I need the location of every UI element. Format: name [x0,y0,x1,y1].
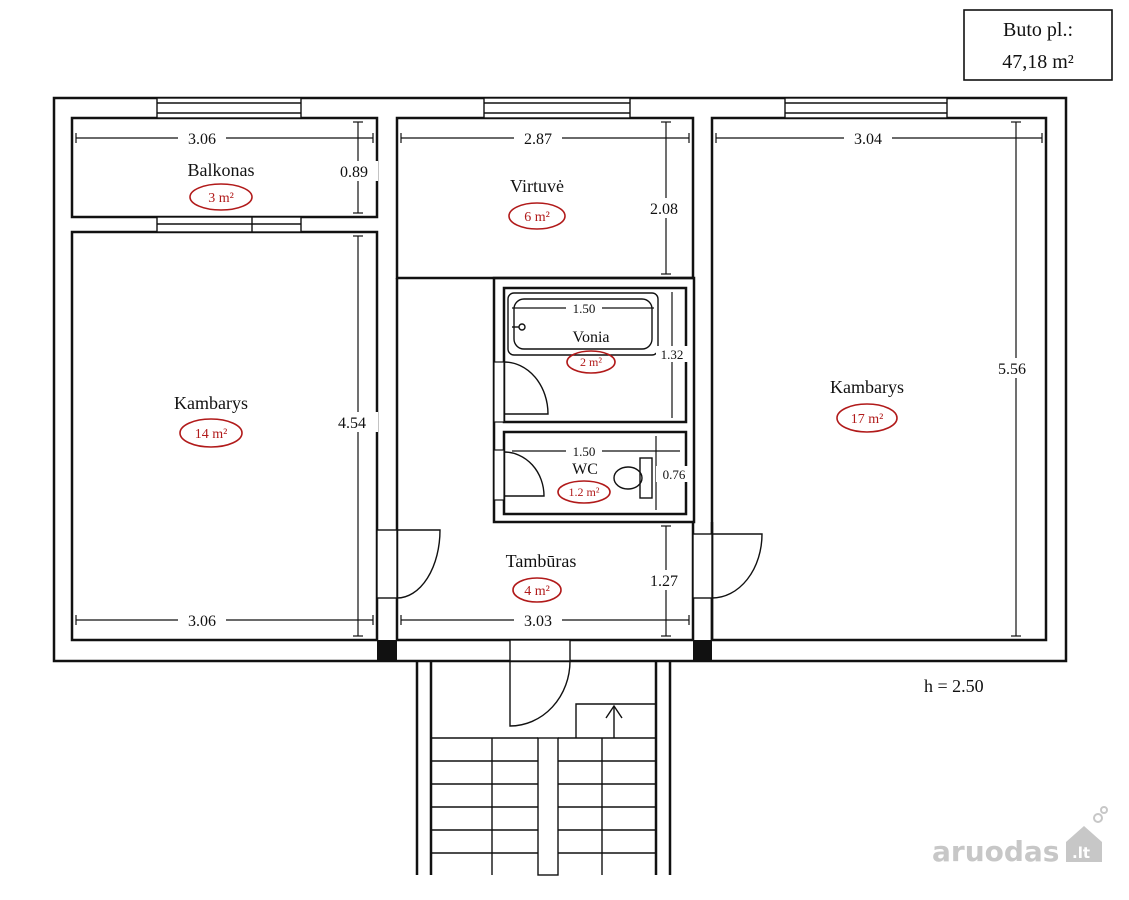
dim-vonia-width: 1.50 [573,301,596,316]
room-name-kambarys-right: Kambarys [830,377,904,397]
room-name-virtuve: Virtuvė [510,176,564,196]
total-area-box: Buto pl.: 47,18 m² [963,9,1113,81]
dim-kambarys-left-width: 3.06 [188,613,216,630]
dim-balkonas-depth: 0.89 [340,164,368,181]
room-area-kambarys-right: 17 m² [851,412,884,427]
dim-balkonas-width: 3.06 [188,131,216,148]
dim-tamburas-width: 3.03 [524,613,552,630]
dim-virtuve-width: 2.87 [524,131,552,148]
watermark-house-icon [1066,826,1102,862]
total-area-value: 47,18 m² [1002,51,1074,73]
dim-virtuve-depth: 2.08 [650,201,678,218]
dimension-labels: 3.06 0.89 2.87 2.08 3.04 5.56 4.54 3.06 … [178,129,1036,630]
dim-wc-width: 1.50 [573,444,596,459]
room-name-wc: WC [572,461,598,478]
room-labels: Balkonas 3 m² Virtuvė 6 m² Kambarys 14 m… [174,160,904,603]
room-area-balkonas: 3 m² [208,191,234,206]
room-area-vonia: 2 m² [580,355,602,369]
fixtures [507,292,659,499]
room-name-kambarys-left: Kambarys [174,393,248,413]
dim-kambarys-right-depth: 5.56 [998,361,1026,378]
ceiling-height-note: h = 2.50 [924,676,984,696]
room-area-wc: 1.2 m² [569,485,600,499]
watermark-suffix: .lt [1072,844,1090,862]
watermark-text: aruodas [932,835,1059,868]
room-name-vonia: Vonia [572,329,609,346]
windows [156,97,948,233]
room-area-tamburas: 4 m² [524,584,550,599]
dim-wc-depth: 0.76 [663,467,686,482]
room-name-tamburas: Tambūras [506,551,577,571]
doors [376,361,763,727]
watermark: aruodas .lt [932,806,1108,868]
stairs [431,703,656,876]
dim-vonia-depth: 1.32 [661,347,684,362]
dim-kambarys-left-depth: 4.54 [338,415,366,432]
room-name-balkonas: Balkonas [188,160,255,180]
total-area-label: Buto pl.: [1003,19,1073,41]
walls [52,96,1068,875]
dim-tamburas-depth: 1.27 [650,573,678,590]
room-area-kambarys-left: 14 m² [195,427,228,442]
dim-kambarys-right-width: 3.04 [854,131,882,148]
room-area-virtuve: 6 m² [524,210,550,225]
